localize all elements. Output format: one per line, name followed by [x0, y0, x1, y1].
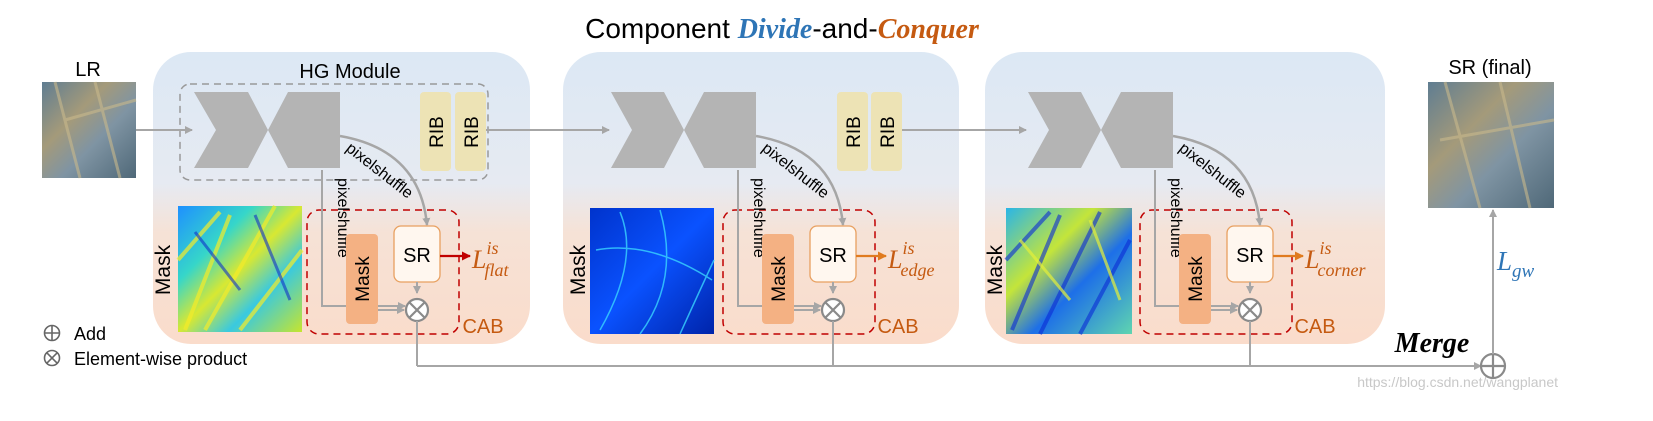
svg-text:Mask: Mask	[769, 256, 790, 302]
svg-text:RIB: RIB	[878, 116, 899, 148]
mask-block	[1179, 234, 1211, 324]
svg-text:SR: SR	[403, 245, 431, 267]
diagram-title: Component Divide-and-Conquer	[585, 13, 980, 45]
hg-module-label: HG Module	[299, 61, 400, 83]
sr-final-image	[1428, 81, 1555, 209]
rib-block	[420, 92, 451, 171]
add-icon	[1479, 352, 1507, 380]
mask-block	[346, 234, 378, 324]
legend-product-label: Element-wise product	[74, 349, 247, 369]
svg-text:SR: SR	[819, 245, 847, 267]
pixelshuffle-arrow	[755, 134, 847, 226]
element-wise-product-icon	[43, 349, 61, 367]
hourglass-block	[194, 92, 340, 168]
rib-block	[837, 92, 868, 171]
mask-block	[762, 234, 794, 324]
mask-image	[590, 208, 715, 335]
mask-label: Mask	[567, 244, 590, 295]
svg-text:Mask: Mask	[353, 256, 374, 302]
element-wise-product-icon	[404, 297, 430, 323]
pixelshuffle-arrow	[1172, 134, 1264, 226]
element-wise-product-icon	[820, 297, 846, 323]
pixelshuffle-arrow	[339, 134, 431, 226]
stage-2: RIB RIB CAB pixelshuffle pixelshuffle Ma…	[567, 92, 934, 366]
lr-image	[42, 81, 137, 179]
stage-3: CAB pixelshuffle pixelshuffle Mask Mask …	[984, 92, 1366, 366]
mask-label: Mask	[152, 244, 175, 295]
cab-box	[722, 209, 876, 335]
loss-gw: Lgw	[1496, 246, 1535, 282]
cab-box	[1139, 209, 1293, 335]
add-icon	[43, 324, 61, 342]
merge-label: Merge	[1394, 328, 1470, 359]
mask-image	[176, 205, 304, 332]
element-wise-product-icon	[1237, 297, 1263, 323]
legend-add-label: Add	[74, 324, 106, 344]
legend: Add Element-wise product	[43, 324, 247, 369]
lr-label: LR	[75, 59, 101, 81]
hg-module-box	[179, 83, 489, 181]
cab-label: CAB	[877, 316, 918, 338]
rib-block	[871, 92, 902, 171]
hourglass-block	[611, 92, 756, 168]
rib-block	[455, 92, 486, 171]
cab-label: CAB	[462, 316, 503, 338]
svg-text:Mask: Mask	[1186, 256, 1207, 302]
watermark: https://blog.csdn.net/wangplanet	[1357, 374, 1558, 390]
mask-image	[1004, 208, 1132, 335]
svg-text:SR: SR	[1236, 245, 1264, 267]
sr-final-label: SR (final)	[1448, 57, 1531, 79]
svg-text:RIB: RIB	[427, 116, 448, 148]
mask-label: Mask	[984, 244, 1007, 295]
svg-text:RIB: RIB	[844, 116, 865, 148]
svg-text:RIB: RIB	[462, 116, 483, 148]
cab-label: CAB	[1294, 316, 1335, 338]
hourglass-block	[1028, 92, 1173, 168]
cab-box	[306, 209, 460, 335]
